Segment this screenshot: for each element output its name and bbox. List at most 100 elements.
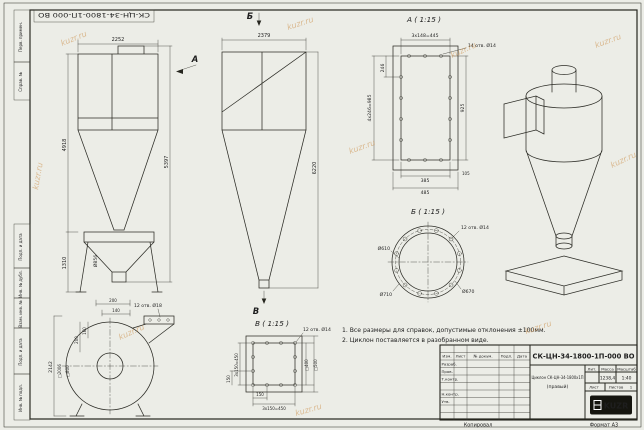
margin-label-vzam-inv: Взам. инв. №: [18, 300, 23, 327]
dim-6220: 6220: [312, 162, 318, 175]
scale-label: Масштаб: [617, 367, 636, 372]
lit-label: Лит.: [588, 367, 597, 372]
view-side-dimlines: [221, 12, 319, 301]
product-name-2: (правый): [547, 383, 569, 390]
outer-border: [3, 2, 642, 428]
title-block-main-lines: [529, 345, 637, 420]
margin-stamp-boxes: Перв. примен. Справ. № Подп. и дата Инв.…: [13, 9, 31, 421]
scroll-flange-holes: [148, 318, 170, 322]
dim-3x150-bottom: 3х150=450: [262, 406, 286, 411]
sheets-label: Листов: [609, 385, 624, 390]
detail-v-holes: [251, 341, 297, 387]
view-side-linework: [221, 51, 307, 289]
view-front-dimlines: [65, 39, 197, 293]
dim-3x150-left: 3х150=450: [234, 353, 239, 377]
col-list: Лист: [456, 354, 467, 359]
scroll-holes-note: 12 отв. Ø18: [134, 302, 162, 309]
margin-label-podp-data-2: Подп. и дата: [18, 338, 23, 366]
col-podp: Подп.: [501, 354, 513, 359]
dim-5397: 5397: [164, 156, 170, 169]
dim-925: 925: [460, 104, 466, 113]
dim-150-bottom: 150: [256, 392, 264, 397]
isometric-linework: [503, 69, 624, 296]
view-cyclone-front: 2252 4918 1310 5397 Ø856 А: [62, 37, 198, 293]
dim-200-left: 200: [74, 336, 79, 344]
dim-sq400: □400: [304, 359, 309, 371]
format-label: Формат А3: [590, 423, 618, 429]
dim-140: 140: [112, 308, 120, 313]
dim-150-left: 150: [226, 375, 231, 383]
detail-a: А ( 1:15 ) 3х148=445 14 отв. Ø14 246 4х2…: [367, 15, 496, 196]
view-b-arrowhead: [256, 20, 262, 26]
dim-outlet-dia: Ø856: [92, 255, 99, 267]
scroll-linework: [69, 315, 175, 417]
dim-d610: Ø610: [378, 245, 390, 252]
title-block: Изм. Лист № докум. Подп. Дата Разраб. Пр…: [439, 344, 638, 429]
dim-2379: 2379: [258, 33, 271, 39]
corner-designation: СК-ЦН-34-1800-1П-000 ВО: [38, 11, 150, 19]
margin-label-inv-dubl: Инв. № дубл.: [18, 270, 23, 297]
detail-v-title: В ( 1:15 ): [255, 319, 289, 328]
notes: 1. Все размеры для справок, допустимые о…: [342, 327, 546, 344]
logo-text: KUZR: [604, 402, 629, 411]
inner-frame: [29, 9, 638, 420]
detail-b-holes-note: 12 отв. Ø14: [461, 224, 489, 231]
detail-b-holes: [394, 228, 462, 296]
view-label-v: В: [253, 306, 259, 316]
scroll-dimlines: [53, 299, 161, 417]
row-n-kontr: Н.контр.: [442, 392, 459, 397]
detail-a-title: А ( 1:15 ): [406, 15, 441, 24]
dim-sq500: □500: [313, 359, 318, 371]
view-label-a: А: [191, 54, 198, 64]
col-doc: № докум.: [473, 354, 492, 359]
dim-246: 246: [380, 64, 386, 73]
mass-value: 1238,4: [600, 376, 616, 382]
scroll-centerlines: [61, 317, 159, 415]
dim-d670: Ø670: [462, 288, 474, 295]
dim-4918: 4918: [62, 139, 68, 152]
view-label-b: Б: [247, 11, 253, 21]
corner-designation-box: СК-ЦН-34-1800-1П-000 ВО: [33, 9, 155, 23]
dim-105: 105: [462, 171, 470, 176]
dim-200-top: 200: [109, 298, 117, 303]
product-name: Циклон СК-ЦН-34-1800х1П: [532, 375, 584, 381]
detail-v: В ( 1:15 ) 12 отв. Ø14 3х150=450 150 150…: [226, 319, 331, 411]
view-fan-scroll: 200 140 160 200 12 отв. Ø18 2142 □2006 □…: [48, 298, 175, 417]
detail-a-holes: [399, 54, 452, 162]
dim-sq2006: □2006: [57, 364, 62, 378]
detail-a-dimlines: [371, 37, 469, 191]
sheets-value: 1: [630, 385, 633, 390]
note-line-2: 2. Циклон поставляется в разобранном вид…: [342, 336, 489, 344]
dim-385: 385: [421, 178, 430, 184]
dim-4x246: 4х246=985: [367, 94, 373, 121]
dim-sq800: □800: [65, 365, 70, 377]
dim-160: 160: [82, 327, 87, 335]
sheet-label: Лист: [589, 385, 600, 390]
view-v-arrowhead: [261, 298, 267, 304]
dim-d710: Ø710: [380, 291, 392, 298]
detail-b-leaders: [390, 230, 462, 292]
view-a-arrowhead: [176, 69, 183, 74]
company-logo: KUZR: [590, 395, 632, 415]
col-data: Дата: [517, 354, 528, 359]
margin-label-inv-podl: Инв. № подл.: [18, 384, 23, 412]
scale-value: 1:40: [622, 376, 632, 382]
detail-b-title: Б ( 1:15 ): [411, 207, 445, 216]
view-cyclone-side: Б В 2379 6220: [221, 11, 319, 316]
margin-label-perv-primen: Перв. примен.: [18, 22, 23, 52]
col-izm: Изм.: [442, 354, 451, 359]
mass-label: Масса: [601, 367, 614, 372]
row-razrab: Разраб.: [442, 362, 457, 367]
kopiroval-label: Копировал: [464, 423, 493, 429]
title-block-grid: [439, 344, 531, 421]
dim-2142: 2142: [48, 361, 54, 373]
detail-b-centerlines: [387, 221, 469, 303]
dim-2252: 2252: [112, 37, 125, 43]
detail-v-dimlines: [229, 332, 319, 407]
dim-485: 485: [421, 190, 430, 196]
detail-a-linework: [392, 45, 459, 171]
dim-3x148: 3х148=445: [411, 33, 438, 39]
